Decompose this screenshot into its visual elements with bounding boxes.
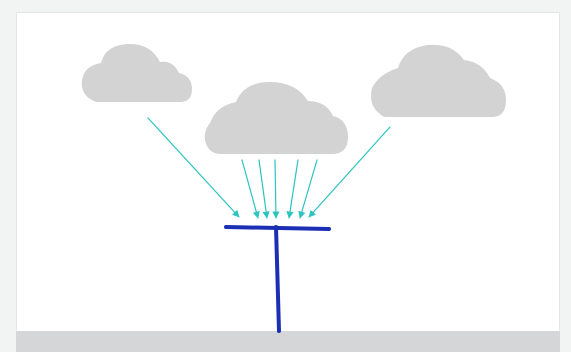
cloud-left-shape	[82, 44, 192, 102]
arrow-center-5	[300, 160, 317, 218]
ground-band	[16, 331, 560, 352]
antenna-icon	[226, 227, 329, 331]
cloud-center-icon	[205, 82, 348, 154]
antenna-mast	[276, 227, 279, 331]
arrow-center-1	[242, 160, 258, 218]
arrow-center-3	[275, 160, 276, 218]
cloud-right-icon	[371, 45, 506, 117]
cloud-right-shape	[371, 45, 506, 117]
cloud-left-icon	[82, 44, 192, 102]
arrow-center-4	[289, 160, 298, 218]
arrow-center-2	[259, 160, 267, 218]
cloud-center-shape	[205, 82, 348, 154]
